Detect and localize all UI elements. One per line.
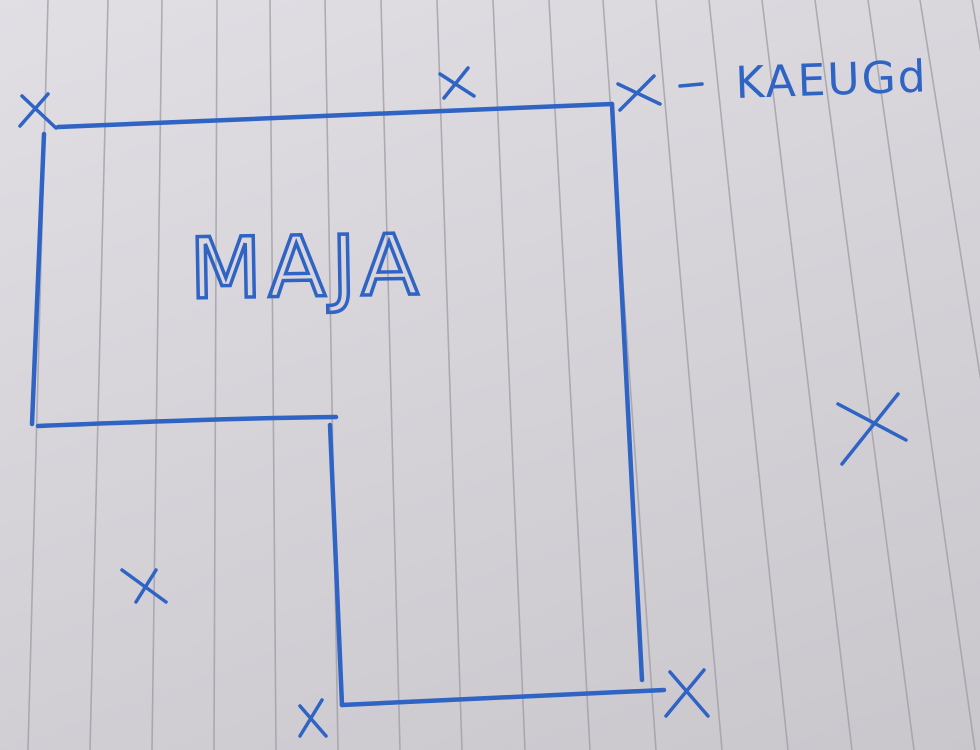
ruled-line bbox=[151, 0, 163, 750]
ruled-line bbox=[548, 0, 591, 750]
ruled-line bbox=[814, 0, 915, 750]
ruled-line bbox=[708, 0, 789, 750]
ruled-line bbox=[655, 0, 723, 750]
room-outline bbox=[29, 101, 667, 708]
room-wall-right bbox=[609, 101, 645, 683]
x-mark bbox=[616, 74, 662, 112]
ruled-line bbox=[761, 0, 853, 750]
x-mark bbox=[664, 668, 710, 718]
ruled-line bbox=[436, 0, 463, 750]
room-wall-bottom bbox=[339, 687, 667, 708]
annotation-dash bbox=[678, 82, 704, 88]
ruled-line bbox=[867, 0, 976, 750]
ruled-line bbox=[492, 0, 526, 750]
ruled-lines bbox=[27, 0, 980, 750]
annotation-label: KAEUGd bbox=[735, 51, 929, 109]
ruled-line bbox=[269, 0, 277, 750]
x-mark bbox=[836, 392, 908, 466]
room-wall-left bbox=[29, 131, 47, 427]
ruled-line bbox=[27, 0, 49, 750]
x-mark bbox=[120, 568, 168, 604]
ruled-line bbox=[919, 0, 980, 381]
ruled-line bbox=[89, 0, 109, 750]
room-wall-inner-horizontal bbox=[35, 414, 339, 429]
x-mark bbox=[438, 66, 476, 100]
ruled-line bbox=[324, 0, 339, 750]
room-wall-top bbox=[55, 101, 615, 130]
room-label: MAJA bbox=[189, 216, 425, 318]
x-mark bbox=[298, 698, 328, 738]
ruled-line bbox=[380, 0, 401, 750]
ruled-line bbox=[213, 0, 218, 750]
x-marks bbox=[18, 66, 908, 738]
room-wall-inner-vertical bbox=[327, 422, 345, 708]
x-mark bbox=[18, 92, 58, 130]
ruled-line bbox=[971, 0, 980, 52]
